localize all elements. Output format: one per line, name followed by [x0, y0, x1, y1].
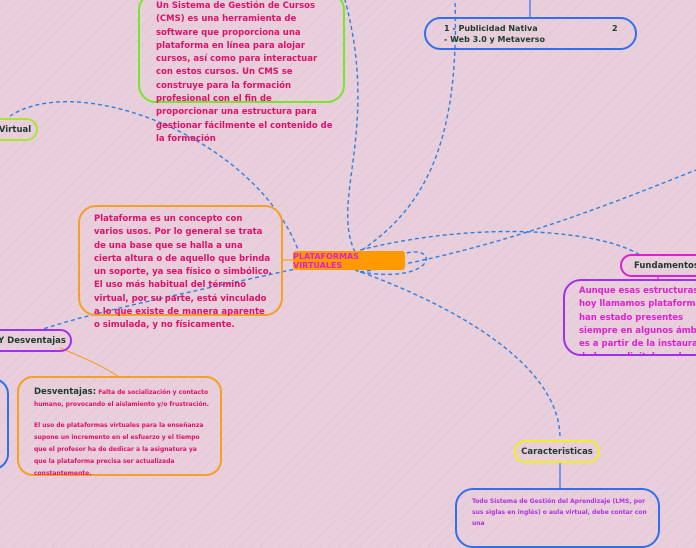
- caracteristicas-detail-node[interactable]: Todo Sistema de Gestión del Aprendizaje …: [455, 488, 660, 548]
- link-publicidad: [361, 0, 457, 251]
- link-ventajas: [39, 267, 301, 331]
- connector-lines: [9, 0, 696, 488]
- cms-text: Un Sistema de Gestión de Cursos (CMS) es…: [156, 1, 333, 144]
- desventajas-node[interactable]: Desventajas: Falta de socialización y co…: [17, 376, 222, 477]
- fundamentos-text: Aunque esas estructuras que hoy llamamos…: [579, 286, 696, 354]
- ventajas-label: Y Desventajas: [0, 335, 66, 346]
- platform-definition-node[interactable]: Plataforma es un concepto con varios uso…: [78, 205, 283, 330]
- virtual-label: Virtual: [0, 124, 32, 135]
- ventajas-node[interactable]: Y Desventajas: [0, 329, 72, 352]
- ventajas-detail-node[interactable]: [0, 378, 9, 470]
- fundamentos-label: Fundamentos:: [634, 260, 696, 271]
- central-topic[interactable]: PLATAFORMAS VIRTUALES: [293, 251, 405, 270]
- publicidad-line2: - Web 3.0 y Metaverso: [444, 35, 545, 44]
- caracteristicas-text: Todo Sistema de Gestión del Aprendizaje …: [472, 498, 647, 527]
- publicidad-number: 2: [612, 24, 618, 33]
- publicidad-node[interactable]: 1 - Publicidad Nativa 2 - Web 3.0 y Meta…: [424, 17, 637, 50]
- fundamentos-node[interactable]: Fundamentos:: [620, 254, 696, 277]
- desventajas-p2: El uso de plataformas virtuales para la …: [34, 422, 204, 477]
- central-label: PLATAFORMAS VIRTUALES: [293, 251, 359, 270]
- desventajas-p1: Falta de socialización y contacto humano…: [34, 389, 210, 408]
- definition-text: Plataforma es un concepto con varios uso…: [94, 214, 272, 331]
- publicidad-line1: 1 - Publicidad Nativa: [444, 24, 538, 33]
- link-loop: [359, 251, 427, 276]
- link-right: [359, 169, 696, 273]
- fundamentos-detail-node[interactable]: Aunque esas estructuras que hoy llamamos…: [563, 279, 696, 356]
- link-caracteristicas: [354, 269, 561, 439]
- caracteristicas-node[interactable]: Caracteristicas: [514, 440, 600, 463]
- caracteristicas-label: Caracteristicas: [521, 446, 593, 457]
- link-fundamentos: [359, 230, 641, 256]
- cms-definition-node[interactable]: Un Sistema de Gestión de Cursos (CMS) es…: [138, 0, 345, 144]
- link-cms: [344, 0, 359, 253]
- desventajas-title: Desventajas:: [34, 387, 97, 397]
- virtual-node[interactable]: Virtual: [0, 118, 38, 141]
